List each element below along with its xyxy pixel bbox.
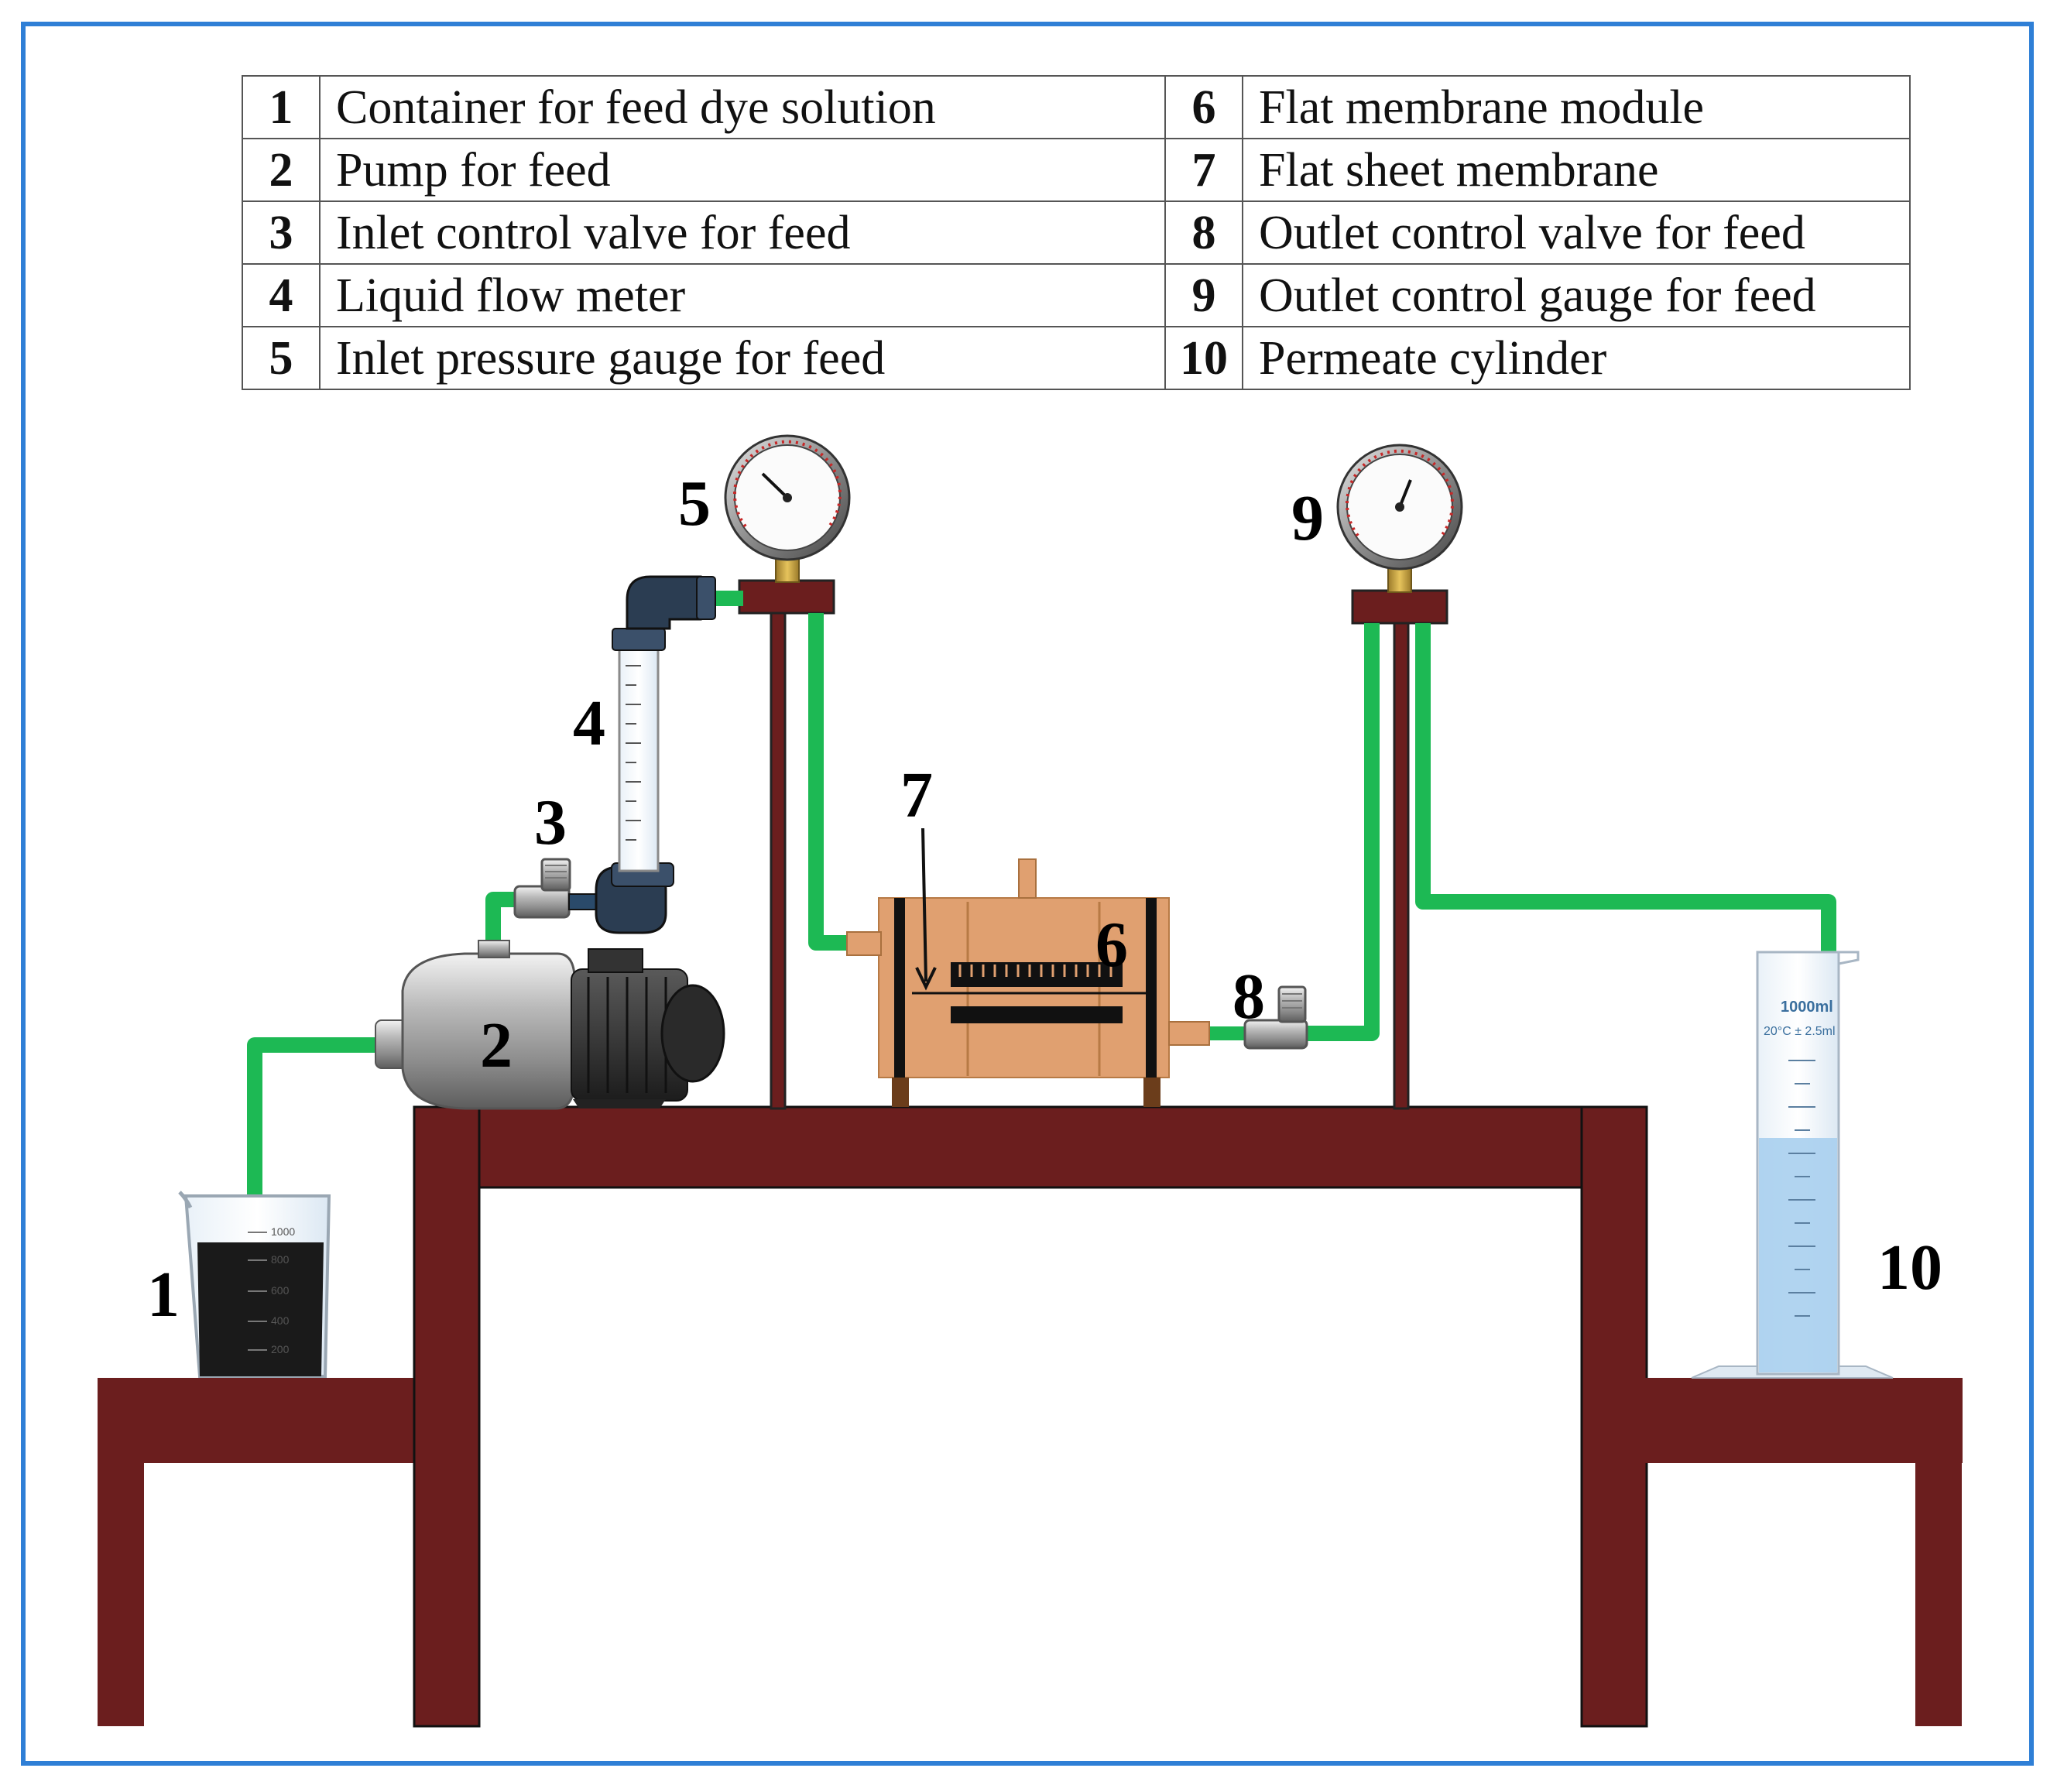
outlet-control-valve — [1243, 985, 1308, 1050]
beaker-tick-label: 600 — [271, 1284, 290, 1297]
legend-text: Inlet control valve for feed — [319, 200, 1166, 265]
membrane-pointer-arrow — [915, 827, 937, 991]
inlet-pressure-gauge — [724, 434, 851, 583]
gauge-9-stand — [1351, 589, 1448, 1110]
cylinder-volume-label: 1000ml — [1781, 999, 1833, 1016]
inlet-control-valve — [513, 858, 602, 919]
callout-7: 7 — [900, 759, 933, 831]
tube-gauge9-to-cylinder — [1415, 623, 1836, 956]
callout-2: 2 — [480, 1009, 513, 1081]
callout-1: 1 — [147, 1259, 180, 1331]
beaker-tick-label: 200 — [271, 1343, 290, 1355]
legend-text: Outlet control gauge for feed — [1242, 263, 1911, 327]
beaker-tick-label: 400 — [271, 1314, 290, 1327]
callout-10: 10 — [1877, 1232, 1942, 1304]
legend-number: 4 — [242, 263, 321, 327]
beaker-tick-label: 1000 — [271, 1225, 295, 1238]
liquid-flow-meter — [595, 575, 716, 934]
left-side-table — [98, 1378, 420, 1726]
callout-5: 5 — [678, 468, 711, 540]
legend-row: 5 Inlet pressure gauge for feed 10 Perme… — [242, 326, 1911, 390]
legend-number: 9 — [1164, 263, 1243, 327]
legend-number: 8 — [1164, 200, 1243, 265]
legend-text: Liquid flow meter — [319, 263, 1166, 327]
legend-number: 3 — [242, 200, 321, 265]
legend-row: 1 Container for feed dye solution 6 Flat… — [242, 75, 1911, 139]
legend-text: Container for feed dye solution — [319, 75, 1166, 139]
tube-pump-to-valve — [485, 892, 517, 956]
legend-number: 1 — [242, 75, 321, 139]
feed-pump — [375, 940, 725, 1110]
right-side-table — [1641, 1378, 1963, 1726]
legend-text: Outlet control valve for feed — [1242, 200, 1911, 265]
cylinder-spec-label: 20°C ± 2.5ml — [1764, 1025, 1836, 1038]
callout-6: 6 — [1095, 909, 1128, 981]
legend-number: 10 — [1164, 326, 1243, 390]
callout-9: 9 — [1291, 482, 1324, 554]
gauge-5-stand — [738, 579, 835, 1110]
callout-4: 4 — [573, 687, 605, 759]
legend-number: 2 — [242, 138, 321, 202]
legend-row: 4 Liquid flow meter 9 Outlet control gau… — [242, 263, 1911, 327]
permeate-cylinder: 1000ml 20°C ± 2.5ml — [1691, 951, 1894, 1379]
legend-text: Inlet pressure gauge for feed — [319, 326, 1166, 390]
callout-8: 8 — [1232, 961, 1265, 1033]
main-table — [413, 1105, 1648, 1728]
legend-number: 6 — [1164, 75, 1243, 139]
legend-row: 2 Pump for feed 7 Flat sheet membrane — [242, 138, 1911, 202]
tube-gauge5-to-module — [808, 613, 850, 951]
beaker-tick-label: 800 — [271, 1253, 290, 1266]
legend-text: Flat sheet membrane — [1242, 138, 1911, 202]
outlet-pressure-gauge — [1336, 444, 1463, 593]
legend-table: 1 Container for feed dye solution 6 Flat… — [242, 75, 1911, 390]
flat-membrane-module — [846, 858, 1210, 1107]
flat-sheet-membrane — [951, 962, 1123, 987]
legend-row: 3 Inlet control valve for feed 8 Outlet … — [242, 200, 1911, 265]
callout-3: 3 — [534, 786, 567, 858]
legend-text: Pump for feed — [319, 138, 1166, 202]
callout-labels: 1 2 3 4 5 6 7 8 9 10 — [147, 468, 1942, 1331]
legend-text: Permeate cylinder — [1242, 326, 1911, 390]
legend-number: 7 — [1164, 138, 1243, 202]
legend-text: Flat membrane module — [1242, 75, 1911, 139]
tube-valve8-to-gauge9 — [1276, 623, 1380, 1041]
legend-number: 5 — [242, 326, 321, 390]
tube-beaker-to-pump — [247, 1037, 379, 1246]
feed-beaker: 1000 800 600 400 200 — [178, 1191, 331, 1378]
